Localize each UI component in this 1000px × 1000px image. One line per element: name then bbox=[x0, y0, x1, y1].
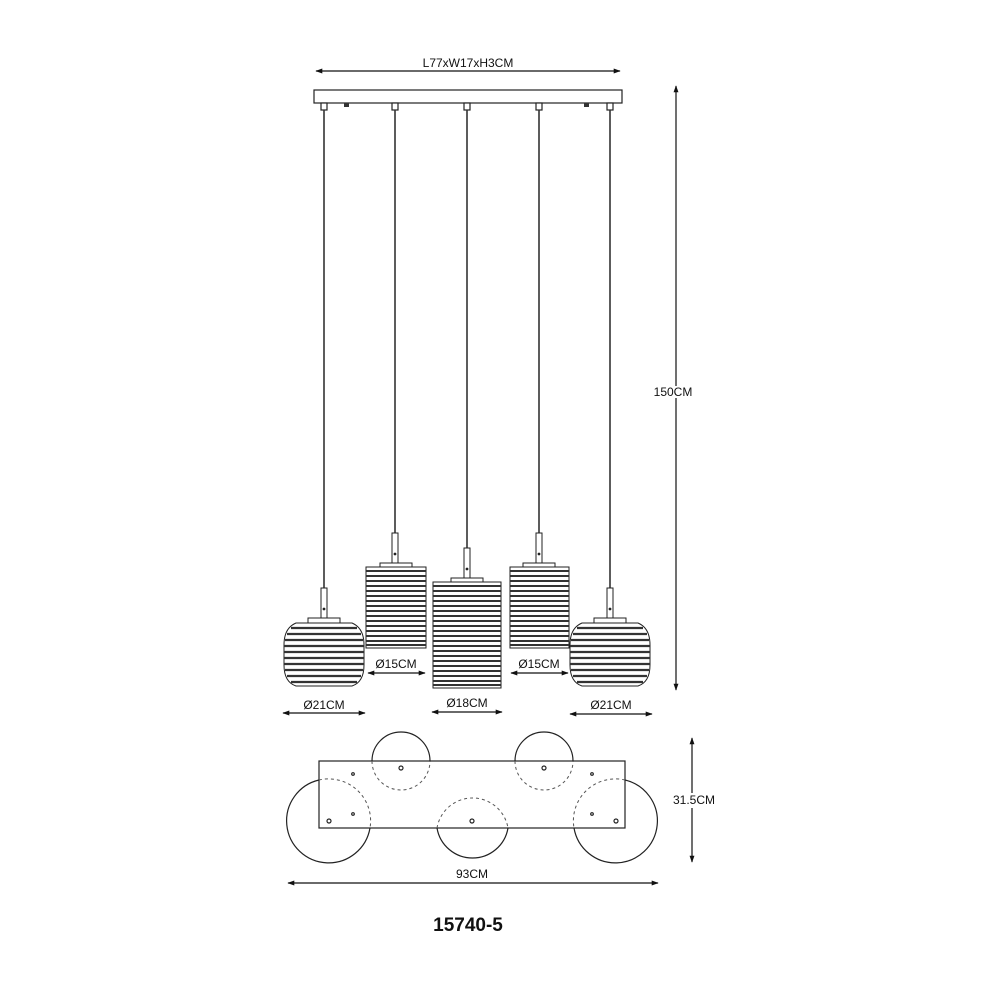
canopy bbox=[313, 89, 623, 111]
suspension-cords bbox=[323, 110, 611, 588]
overall-width-label: 93CM bbox=[455, 867, 489, 881]
shade-right-diameter-label: Ø15CM bbox=[518, 657, 560, 671]
shade-far-right bbox=[569, 587, 651, 687]
model-number: 15740-5 bbox=[433, 915, 503, 936]
overall-depth-label: 31.5CM bbox=[671, 793, 717, 807]
top-view bbox=[286, 731, 658, 864]
drop-height-label: 150CM bbox=[652, 385, 694, 399]
shade-far-right-diameter-label: Ø21CM bbox=[590, 698, 632, 712]
shade-center-diameter-label: Ø18CM bbox=[446, 696, 488, 710]
shade-center bbox=[432, 547, 502, 689]
canopy-dimension-label: L77xW17xH3CM bbox=[422, 56, 514, 70]
shade-far-left-diameter-label: Ø21CM bbox=[303, 698, 345, 712]
shade-right bbox=[509, 532, 570, 649]
shade-left bbox=[365, 532, 427, 649]
shade-far-left bbox=[283, 587, 365, 687]
shade-left-diameter-label: Ø15CM bbox=[375, 657, 417, 671]
diameter-arrows bbox=[282, 670, 653, 717]
